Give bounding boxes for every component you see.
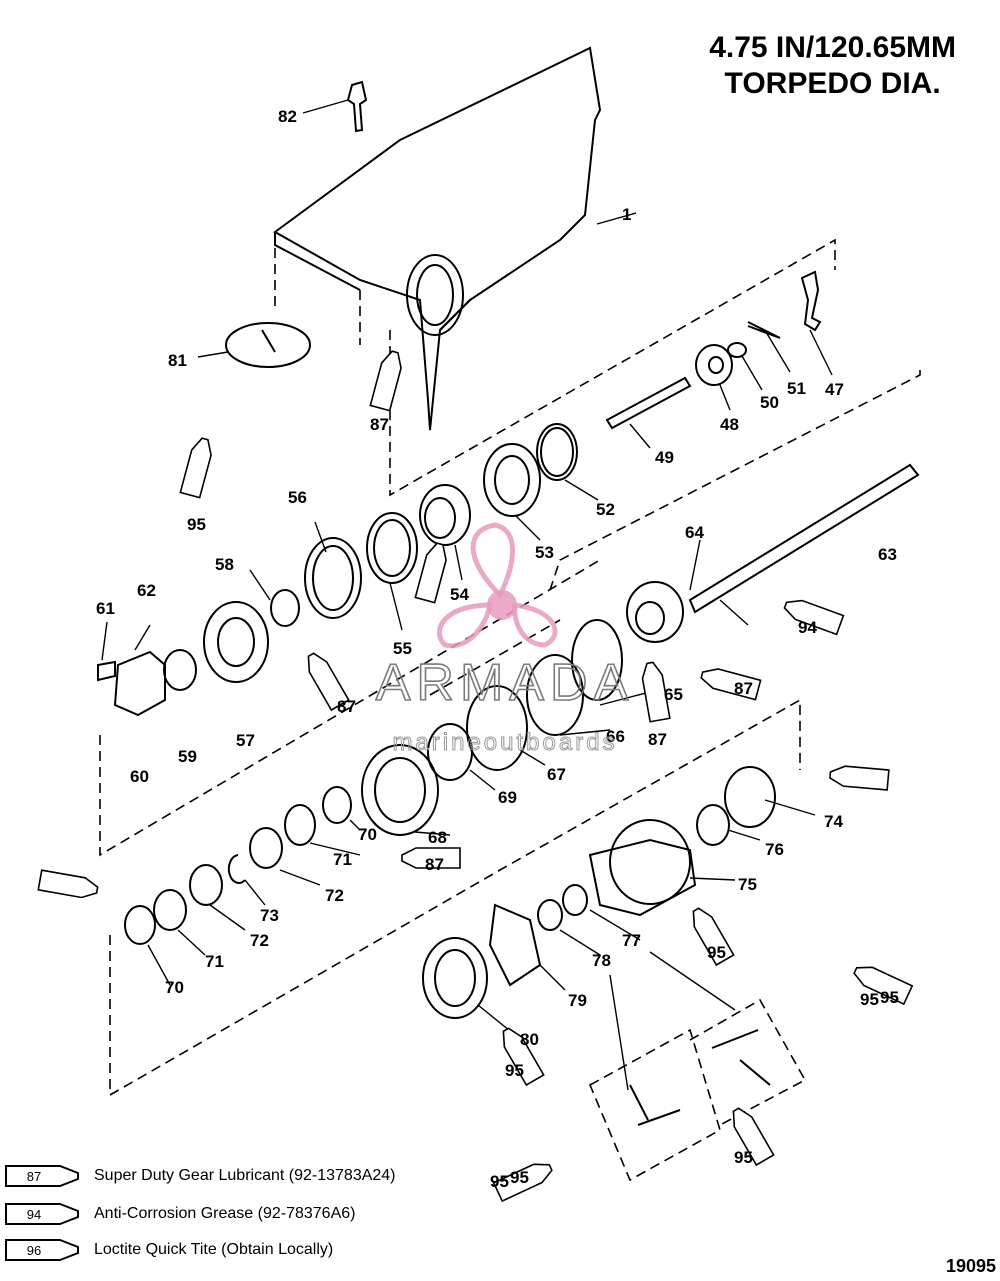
- callout-87: 87: [648, 730, 667, 749]
- callout-87: 87: [734, 679, 753, 698]
- callout-50: 50: [760, 393, 779, 412]
- grease-tube-icon: [307, 652, 350, 712]
- grease-tube-icon: [37, 869, 99, 899]
- grease-tube-icon: [829, 765, 890, 791]
- grease-tube-icon: 94: [5, 1203, 79, 1225]
- callout-69: 69: [498, 788, 517, 807]
- tab-washer: [488, 903, 542, 987]
- grease-tube-icon: [853, 966, 914, 1006]
- gear-housing: [273, 46, 602, 431]
- callout-59: 59: [178, 747, 197, 766]
- bearing-carrier: [588, 838, 697, 917]
- callout-72: 72: [325, 886, 344, 905]
- clutch: [113, 650, 166, 717]
- callout-74: 74: [824, 812, 843, 831]
- callout-95: 95: [490, 1172, 509, 1191]
- callout-55: 55: [393, 639, 412, 658]
- callout-95: 95: [187, 515, 206, 534]
- shift-shaft: [605, 376, 692, 430]
- propeller-shaft: [688, 463, 920, 614]
- grease-tube-icon: 87: [5, 1165, 79, 1187]
- callout-62: 62: [137, 581, 156, 600]
- callout-48: 48: [720, 415, 739, 434]
- callout-61: 61: [96, 599, 115, 618]
- legend-row-96: 96 Loctite Quick Tite (Obtain Locally): [4, 1236, 333, 1264]
- callout-57: 57: [236, 731, 255, 750]
- callout-73: 73: [260, 906, 279, 925]
- grease-tube-icon: [179, 437, 212, 499]
- callout-79: 79: [568, 991, 587, 1010]
- anodic-plate: [225, 322, 311, 368]
- callout-95: 95: [510, 1168, 529, 1187]
- grease-tube-icon: [732, 1107, 775, 1167]
- grease-tube-icon: [369, 350, 402, 412]
- callout-70: 70: [165, 978, 184, 997]
- legend-code: 96: [27, 1243, 41, 1258]
- shift-cam: [800, 270, 822, 332]
- callout-75: 75: [738, 875, 757, 894]
- callout-64: 64: [685, 523, 704, 542]
- drawing-code: 19095: [945, 1256, 996, 1276]
- callout-71: 71: [333, 850, 352, 869]
- callout-87: 87: [425, 855, 444, 874]
- grease-tube-icon: [401, 847, 461, 869]
- callout-95: 95: [880, 988, 899, 1007]
- callout-87: 87: [370, 415, 389, 434]
- callout-52: 52: [596, 500, 615, 519]
- callout-94: 94: [798, 618, 817, 637]
- callout-60: 60: [130, 767, 149, 786]
- callout-95: 95: [860, 990, 879, 1009]
- callout-82: 82: [278, 107, 297, 126]
- legend-code: 87: [27, 1169, 41, 1184]
- grease-tube-icon: [700, 668, 762, 701]
- grease-tube-icon: [492, 1163, 553, 1203]
- callout-51: 51: [787, 379, 806, 398]
- grease-tube-icon: [641, 661, 671, 723]
- torpedo-diameter-title: 4.75 IN/120.65MM TORPEDO DIA.: [709, 30, 956, 102]
- legend-code: 94: [27, 1207, 41, 1222]
- grease-tube-icon: [502, 1027, 545, 1087]
- callout-95: 95: [734, 1148, 753, 1167]
- callout-66: 66: [606, 727, 625, 746]
- callout-71: 71: [205, 952, 224, 971]
- callout-1: 1: [622, 205, 631, 224]
- callout-67: 67: [547, 765, 566, 784]
- callout-77: 77: [622, 931, 641, 950]
- callout-49: 49: [655, 448, 674, 467]
- callout-65: 65: [664, 685, 683, 704]
- title-line-1: 4.75 IN/120.65MM: [709, 31, 956, 64]
- callout-53: 53: [535, 543, 554, 562]
- grease-tube-icon: [783, 599, 845, 636]
- grease-tube-icon: [692, 907, 735, 967]
- legend-text: Loctite Quick Tite (Obtain Locally): [94, 1241, 334, 1258]
- callout-78: 78: [592, 951, 611, 970]
- callout-72: 72: [250, 931, 269, 950]
- callout-95: 95: [505, 1061, 524, 1080]
- callout-87: 87: [337, 697, 356, 716]
- callout-81: 81: [168, 351, 187, 370]
- callout-58: 58: [215, 555, 234, 574]
- bolt-82: [346, 80, 368, 133]
- callout-68: 68: [428, 828, 447, 847]
- callout-54: 54: [450, 585, 469, 604]
- callout-56: 56: [288, 488, 307, 507]
- callout-80: 80: [520, 1030, 539, 1049]
- grease-tube-icon: 96: [5, 1239, 79, 1261]
- callout-63: 63: [878, 545, 897, 564]
- legend-row-94: 94 Anti-Corrosion Grease (92-78376A6): [4, 1200, 355, 1228]
- callout-47: 47: [825, 380, 844, 399]
- callout-70: 70: [358, 825, 377, 844]
- callout-76: 76: [765, 840, 784, 859]
- callout-95: 95: [707, 943, 726, 962]
- legend-text: Anti-Corrosion Grease (92-78376A6): [94, 1205, 356, 1222]
- title-line-2: TORPEDO DIA.: [724, 67, 941, 100]
- legend-text: Super Duty Gear Lubricant (92-13783A24): [94, 1167, 396, 1184]
- legend-row-87: 87 Super Duty Gear Lubricant (92-13783A2…: [4, 1162, 396, 1190]
- grease-tube-icon: [414, 542, 447, 604]
